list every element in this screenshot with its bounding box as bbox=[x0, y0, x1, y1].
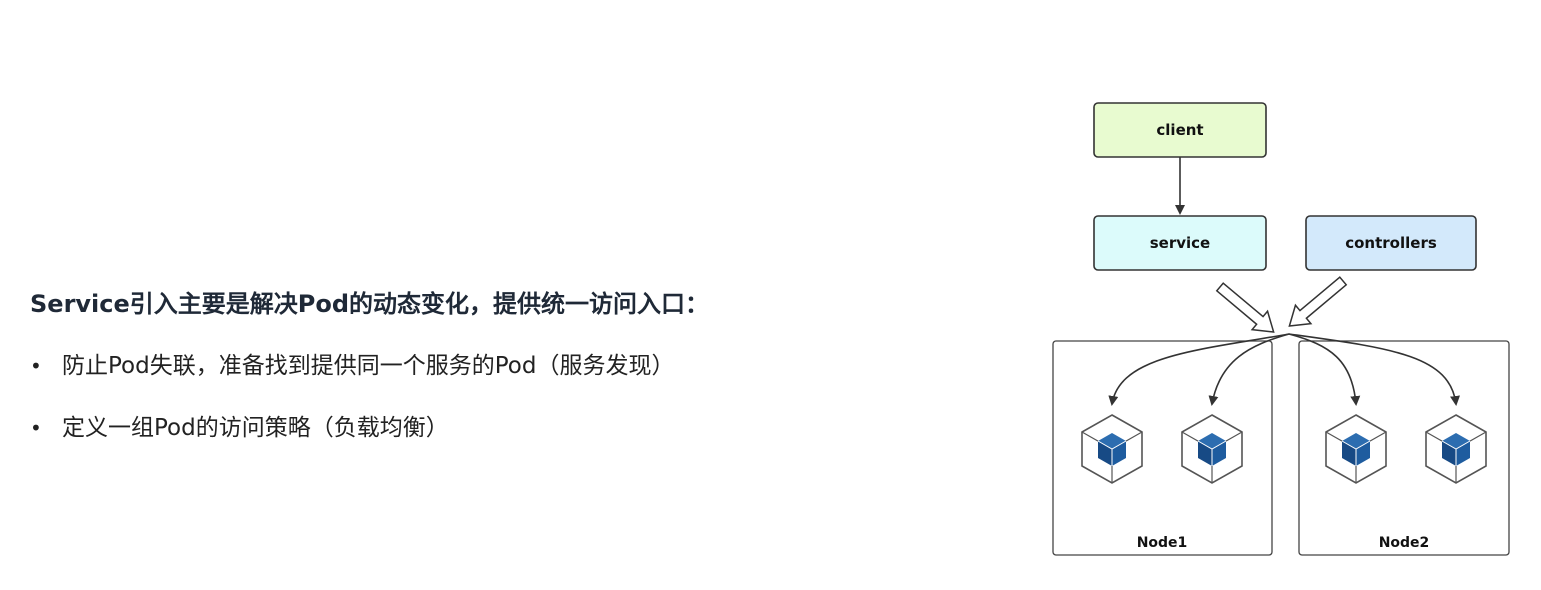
route-arrow-pod2 bbox=[1208, 333, 1290, 406]
heading: Service引入主要是解决Pod的动态变化，提供统一访问入口： bbox=[30, 290, 710, 318]
bullet-list: • 防止Pod失联，准备找到提供同一个服务的Pod（服务发现） • 定义一组Po… bbox=[30, 350, 674, 474]
node2-label: Node2 bbox=[1379, 535, 1430, 551]
node1-box: Node1 bbox=[1052, 340, 1273, 556]
route-arrow-pod1 bbox=[1108, 333, 1290, 406]
service-hollow-arrow bbox=[1215, 282, 1275, 333]
bullet-item: • 定义一组Pod的访问策略（负载均衡） bbox=[30, 412, 674, 444]
bullet-text-service-discovery: 防止Pod失联，准备找到提供同一个服务的Pod（服务发现） bbox=[62, 353, 675, 379]
controllers-hollow-arrow bbox=[1288, 276, 1348, 327]
controllers-label: controllers bbox=[1345, 234, 1437, 252]
node2-box: Node2 bbox=[1298, 340, 1510, 556]
service-box: service bbox=[1093, 215, 1267, 271]
route-arrow-pod3 bbox=[1288, 333, 1361, 406]
controllers-box: controllers bbox=[1305, 215, 1477, 271]
node1-label: Node1 bbox=[1137, 535, 1188, 551]
bullet-item: • 防止Pod失联，准备找到提供同一个服务的Pod（服务发现） bbox=[30, 350, 674, 382]
route-arrow-pod4 bbox=[1288, 333, 1460, 406]
client-box: client bbox=[1093, 102, 1267, 158]
bullet-text-load-balancing: 定义一组Pod的访问策略（负载均衡） bbox=[62, 415, 449, 441]
service-label: service bbox=[1150, 234, 1210, 252]
bullet-dot: • bbox=[30, 354, 42, 378]
client-label: client bbox=[1156, 121, 1203, 139]
bullet-dot: • bbox=[30, 416, 42, 440]
